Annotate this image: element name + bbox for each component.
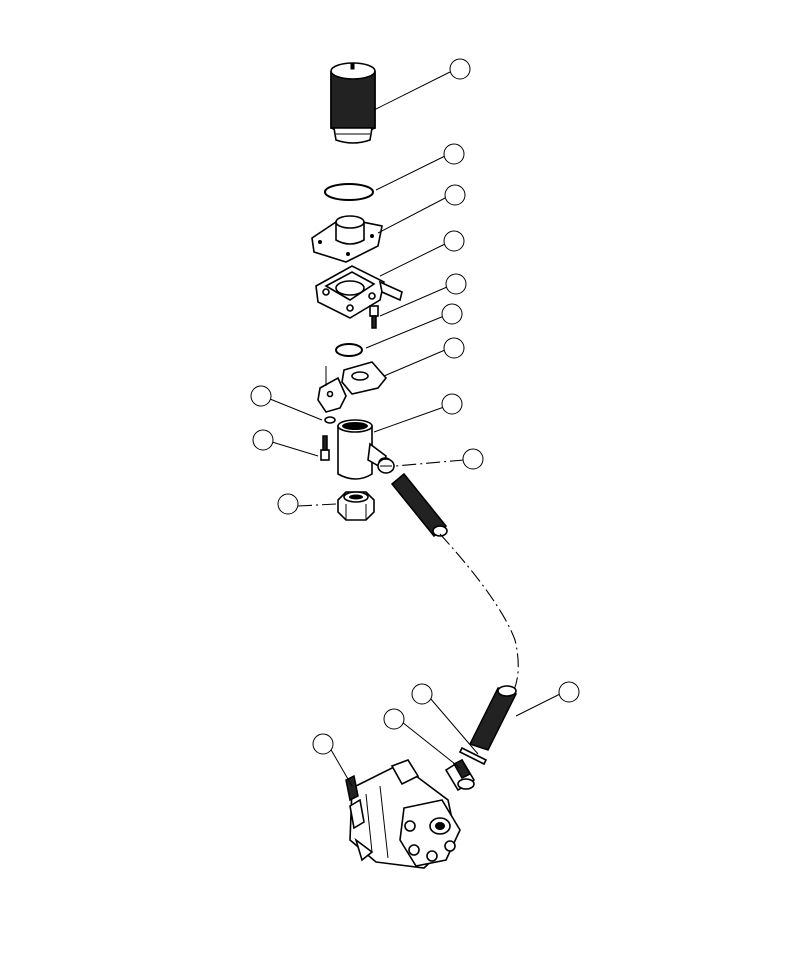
callout-9 <box>252 429 274 451</box>
hydraulic-pump <box>345 759 461 869</box>
callout-3 <box>444 184 466 206</box>
callout-1 <box>449 58 471 80</box>
callout-8 <box>250 385 272 407</box>
hose-centerline <box>439 533 519 691</box>
callout-7 <box>443 337 465 359</box>
cap-screw-lower <box>320 435 330 461</box>
split-flange <box>317 361 388 413</box>
callout-16 <box>312 733 334 755</box>
leader-lines <box>269 71 561 787</box>
o-ring-large <box>324 183 374 201</box>
plug <box>324 416 336 424</box>
suction-hose-upper <box>390 472 448 538</box>
callout-6 <box>441 303 463 325</box>
callout-10 <box>441 393 463 415</box>
hose-clamp-lower <box>458 746 488 766</box>
callouts <box>250 58 580 755</box>
callout-13 <box>558 681 580 703</box>
hex-adapter <box>337 491 375 521</box>
filter-element <box>330 62 376 144</box>
suction-hose-lower <box>468 685 518 751</box>
callout-12 <box>277 493 299 515</box>
callout-5 <box>445 273 467 295</box>
callout-15 <box>383 708 405 730</box>
callout-11 <box>462 448 484 470</box>
callout-2 <box>443 143 465 165</box>
hose-clamp-upper <box>377 458 395 474</box>
filter-head-plate <box>315 265 403 319</box>
hose-barb-fitting <box>444 758 476 792</box>
filter-cover-plate <box>311 215 383 263</box>
callout-14 <box>411 683 433 705</box>
callout-4 <box>443 230 465 252</box>
cap-screw-upper <box>369 305 379 329</box>
o-ring-small <box>335 343 363 357</box>
